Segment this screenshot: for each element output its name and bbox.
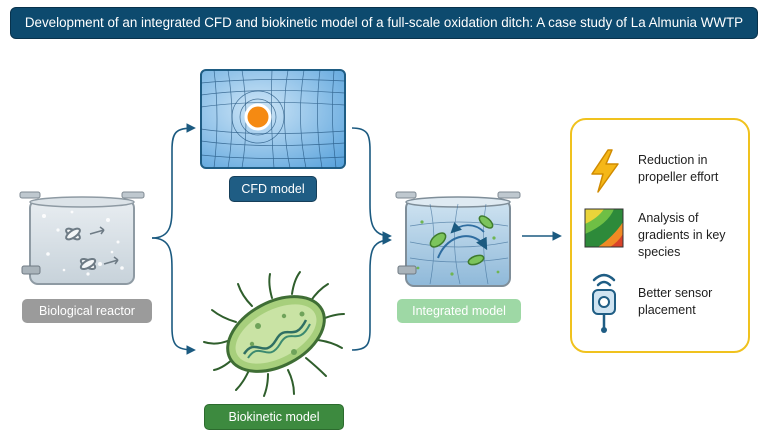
sensor-icon [592, 273, 616, 333]
outcome-propeller-effort: Reduction in propeller effort [638, 153, 719, 184]
arrow-cfd-to-integrated [351, 127, 392, 241]
biological-reactor-label: Biological reactor [22, 299, 152, 323]
gradient-map-icon [584, 208, 624, 248]
outcome-sensor-placement: Better sensor placement [638, 286, 713, 317]
arrow-reactor-to-cfd [151, 123, 196, 239]
integrated-model-image [395, 191, 521, 287]
title-bar: Development of an integrated CFD and bio… [10, 7, 758, 39]
lightning-icon [591, 149, 619, 193]
integrated-model-label: Integrated model [397, 299, 521, 323]
biological-reactor-image [19, 191, 145, 285]
cfd-model-label: CFD model [229, 176, 317, 202]
arrow-biokinetic-to-integrated [351, 235, 392, 351]
bacterium-image [203, 271, 345, 397]
cfd-mesh-image [200, 69, 346, 169]
outcome-gradients: Analysis of gradients in key species [638, 211, 726, 259]
outcomes-panel: Reduction in propeller effort Analysis o… [570, 118, 750, 353]
biokinetic-model-label: Biokinetic model [204, 404, 344, 430]
arrow-reactor-to-biokinetic [151, 237, 196, 355]
